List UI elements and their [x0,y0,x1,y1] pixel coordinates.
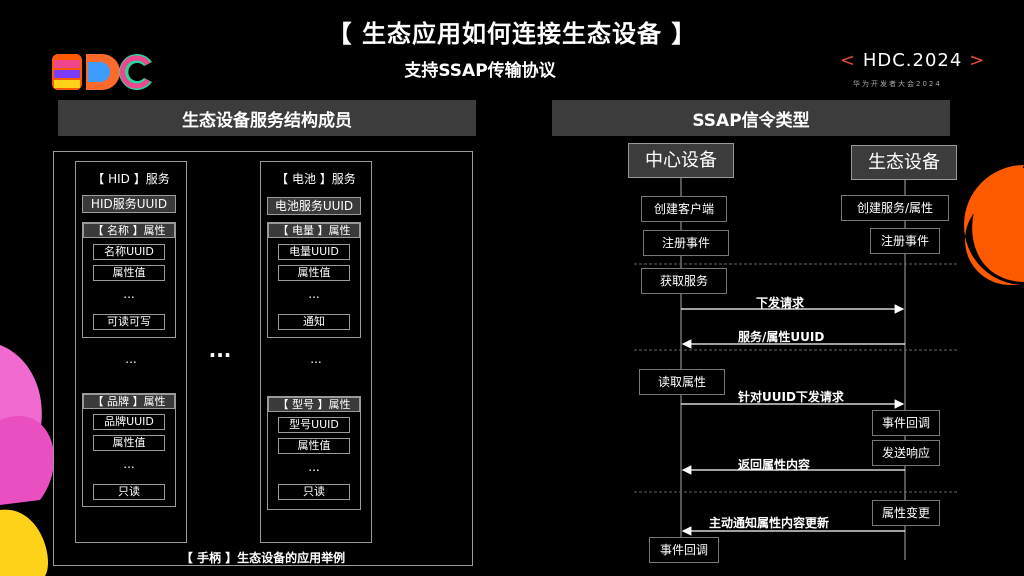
battery-attr1-value: 属性值 [278,265,350,281]
event-date: HDC.2024 [862,50,963,71]
hid-service-header: 【 HID 】服务 [92,172,170,186]
battery-attr1-header: 【 电量 】属性 [268,223,360,238]
service-attr-uuid-label: 服务/属性UUID [738,330,825,344]
battery-attr1-permission: 通知 [278,314,350,330]
panel-caption: 【 手柄 】生态设备的应用举例 [180,551,346,565]
pink-petal-shape-2 [0,416,55,505]
battery-attr2-ellipsis: ... [308,460,320,474]
battery-attr2-value: 属性值 [278,438,350,454]
hid-attr1-permission: 可读可写 [93,314,165,330]
register-event-eco: 注册事件 [870,228,940,254]
hid-attr2-header: 【 品牌 】属性 [83,394,175,409]
send-response-step: 发送响应 [872,440,940,466]
hid-service-column [75,161,187,543]
yellow-circle-shape [0,509,48,576]
right-section-title: SSAP信令类型 [692,110,810,131]
page-subtitle: 支持SSAP传输协议 [404,61,556,81]
battery-attr2-permission: 只读 [278,484,350,500]
attr-change-step: 属性变更 [872,500,940,526]
hid-service-uuid: HID服务UUID [82,195,176,213]
hid-attr1-ellipsis: ... [123,287,135,301]
services-ellipsis: ... [208,338,232,362]
event-logo: < HDC.2024 > [840,50,985,71]
page-title: 【 生态应用如何连接生态设备 】 [327,20,697,48]
battery-middle-ellipsis: ... [310,352,322,366]
left-section-title: 生态设备服务结构成员 [182,110,352,131]
battery-service-header: 【 电池 】服务 [276,172,356,186]
create-service-step: 创建服务/属性 [841,195,949,221]
send-by-uuid-label: 针对UUID下发请求 [738,390,844,404]
hid-attr1-header: 【 名称 】属性 [83,223,175,238]
central-device-box: 中心设备 [628,143,734,178]
left-section-header: 生态设备服务结构成员 [58,100,476,136]
event-callback-central: 事件回调 [649,537,719,563]
battery-service-column [260,161,372,543]
hid-middle-ellipsis: ... [125,352,137,366]
hid-attr2-ellipsis: ... [123,457,135,471]
read-attr-step: 读取属性 [639,369,725,395]
hdc-logo [52,54,152,90]
get-service-step: 获取服务 [641,268,727,294]
hid-attr1-uuid: 名称UUID [93,244,165,260]
battery-attr2-uuid: 型号UUID [278,417,350,433]
battery-attr1-uuid: 电量UUID [278,244,350,260]
bracket-right-icon: > [969,50,986,71]
device-structure-panel [53,151,473,566]
create-client-step: 创建客户端 [641,196,727,222]
return-attr-label: 返回属性内容 [738,458,811,472]
battery-attr2-header: 【 型号 】属性 [268,397,360,412]
event-callback-eco: 事件回调 [872,410,940,436]
bracket-left-icon: < [840,50,857,71]
active-notify-label: 主动通知属性内容更新 [709,516,830,530]
send-request-label: 下发请求 [756,296,805,310]
hid-attr2-uuid: 品牌UUID [93,414,165,430]
register-event-central: 注册事件 [643,230,729,256]
orange-half-circle [972,168,1024,282]
battery-service-uuid: 电池服务UUID [267,197,361,215]
event-subtitle: 华为开发者大会2024 [853,80,942,88]
hid-attr2-value: 属性值 [93,435,165,451]
eco-device-box: 生态设备 [851,145,957,180]
hid-attr2-permission: 只读 [93,484,165,500]
battery-attr1-ellipsis: ... [308,287,320,301]
hid-attr1-value: 属性值 [93,265,165,281]
right-section-header: SSAP信令类型 [552,100,950,136]
